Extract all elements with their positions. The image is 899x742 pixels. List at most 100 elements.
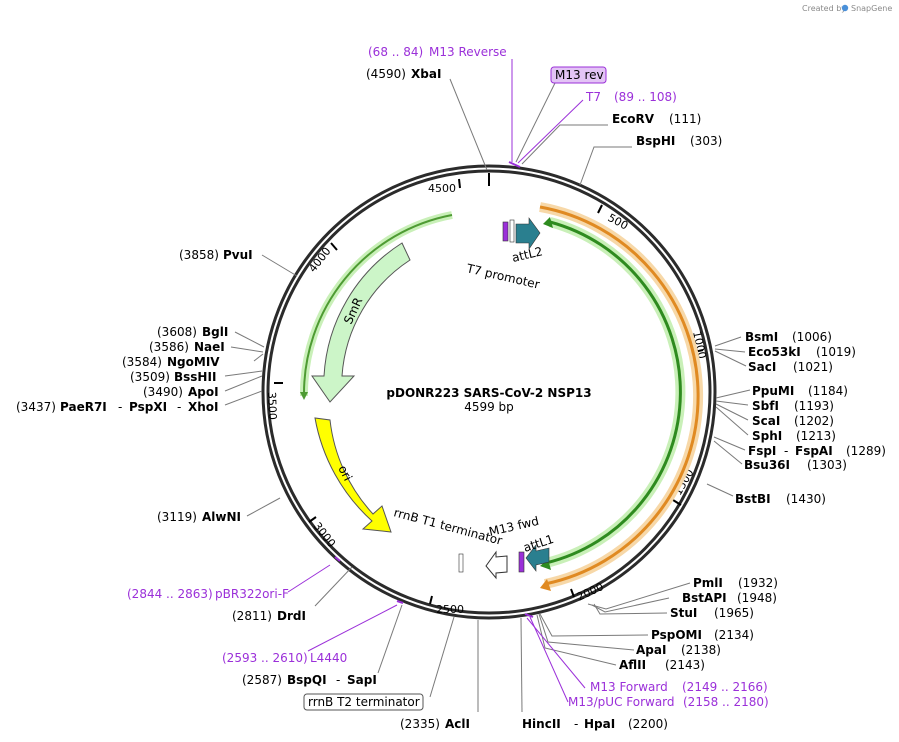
smr-feature[interactable]	[311, 242, 411, 403]
tick-label-3500: 3500	[265, 392, 279, 420]
ppumi-pos: (1184)	[808, 384, 848, 398]
tick-3000	[308, 516, 317, 523]
drdi-name: DrdI	[277, 609, 306, 623]
m13-rev-feature-box[interactable]	[550, 66, 607, 84]
scai-pos: (1202)	[794, 414, 834, 428]
ori-label: ori	[335, 463, 355, 483]
pmli-name: PmlI	[693, 576, 723, 590]
tick-2500	[429, 595, 433, 605]
saci-name: SacI	[748, 360, 776, 374]
attl2-label: attL2	[511, 244, 544, 265]
tick-500	[597, 204, 603, 214]
ngomiv-pos: (3584)	[122, 355, 162, 369]
fspi-pos: (1289)	[846, 444, 886, 458]
apai-name: ApaI	[636, 643, 666, 657]
fspi-leader	[713, 436, 746, 451]
bstbi-name: BstBI	[735, 492, 771, 506]
eco53ki-pos: (1019)	[816, 345, 856, 359]
apoi-leader	[224, 375, 263, 392]
orf-arc	[545, 220, 682, 565]
m13-forward-range: (2149 .. 2166)	[682, 680, 768, 694]
pvui-pos: (3858)	[179, 248, 219, 262]
smr-thin-arc-head	[300, 392, 308, 400]
ppumi-name: PpuMI	[752, 384, 794, 398]
bsphi-name: BspHI	[636, 134, 675, 148]
ngomiv-name: NgoMIV	[167, 355, 220, 369]
t7-promoter-label: T7 promoter	[464, 261, 541, 292]
t7-name: T7	[585, 90, 601, 104]
paer7i-sep-1: -	[118, 400, 122, 414]
sbfi-pos: (1193)	[794, 399, 834, 413]
m13-rev-feature-label: M13 rev	[555, 68, 604, 82]
ecorv-pos: (111)	[669, 112, 701, 126]
pvui-name: PvuI	[223, 248, 253, 262]
m13-reverse-range: (68 .. 84)	[368, 45, 423, 59]
tick-4000	[330, 242, 338, 251]
plasmid-size: 4599 bp	[464, 400, 514, 414]
tick-label-4500: 4500	[428, 182, 456, 195]
paer7i-leader	[224, 390, 263, 406]
bsmi-pos: (1006)	[792, 330, 832, 344]
bsmi-name: BsmI	[745, 330, 778, 344]
m13-rev-primer-mark	[508, 161, 521, 168]
bspqi-name: BspQI	[287, 673, 327, 687]
fspi-name: FspI	[748, 444, 776, 458]
pspxi-name: PspXI	[129, 400, 167, 414]
plasmid-name: pDONR223 SARS-CoV-2 NSP13	[386, 386, 591, 400]
paer7i-pos: (3437)	[16, 400, 56, 414]
tick-4500	[458, 178, 461, 189]
xhoi-name: XhoI	[188, 400, 219, 414]
m13-fwd-primer-mark	[524, 613, 534, 618]
aflii-name: AflII	[619, 658, 646, 672]
bsphi-leader	[579, 146, 632, 186]
credit-text: Created by	[802, 4, 846, 13]
pbr322-name: pBR322ori-F	[215, 587, 289, 601]
naei-leader	[230, 346, 264, 353]
m13-forward-name: M13 Forward	[590, 680, 668, 694]
m13-fwd-marker	[518, 551, 525, 573]
hpai-name: HpaI	[584, 717, 615, 731]
alwni-pos: (3119)	[157, 510, 197, 524]
eco53ki-name: Eco53kI	[748, 345, 801, 359]
rrnb-t2-label: rrnB T2 terminator	[308, 695, 420, 709]
bsshii-leader	[224, 370, 263, 377]
rrnb-t1-feature[interactable]	[485, 550, 508, 580]
fspai-name: FspAI	[795, 444, 833, 458]
saci-pos: (1021)	[793, 360, 833, 374]
attl2-feature[interactable]	[515, 217, 541, 250]
bstapi-pos: (1948)	[737, 591, 777, 605]
bsu36i-pos: (1303)	[807, 458, 847, 472]
ecorv-name: EcoRV	[612, 112, 655, 126]
bgli-pos: (3608)	[157, 325, 197, 339]
pspomi-pos: (2134)	[714, 628, 754, 642]
ori-feature[interactable]	[314, 417, 392, 533]
bsu36i-leader	[713, 440, 743, 465]
bgli-name: BglI	[202, 325, 228, 339]
tick-1500	[672, 499, 682, 506]
paer7i-sep-2: -	[177, 400, 181, 414]
paer7i-name: PaeR7I	[60, 400, 107, 414]
apai-leader	[538, 613, 635, 651]
sbfi-leader	[715, 400, 749, 406]
insert-arc-head	[540, 579, 551, 591]
m13-forward-leader	[526, 617, 586, 689]
apai-pos: (2138)	[681, 643, 721, 657]
hincii-sep: -	[574, 717, 578, 731]
scai-name: ScaI	[752, 414, 780, 428]
sphi-leader	[715, 406, 749, 436]
t7-leader	[517, 99, 584, 164]
insert-arc	[539, 205, 700, 586]
tick-2000	[570, 588, 575, 598]
attl1-feature[interactable]	[525, 544, 550, 572]
apoi-pos: (3490)	[143, 385, 183, 399]
ecorv-leader	[521, 124, 608, 165]
xbai-leader	[449, 78, 488, 171]
rrnb-t2-feature-box[interactable]	[303, 693, 424, 711]
naei-name: NaeI	[194, 340, 225, 354]
naei-pos: (3586)	[149, 340, 189, 354]
bsphi-pos: (303)	[690, 134, 722, 148]
drdi-pos: (2811)	[232, 609, 272, 623]
sphi-pos: (1213)	[796, 429, 836, 443]
alwni-name: AlwNI	[202, 510, 241, 524]
fspi-sep: -	[784, 444, 788, 458]
